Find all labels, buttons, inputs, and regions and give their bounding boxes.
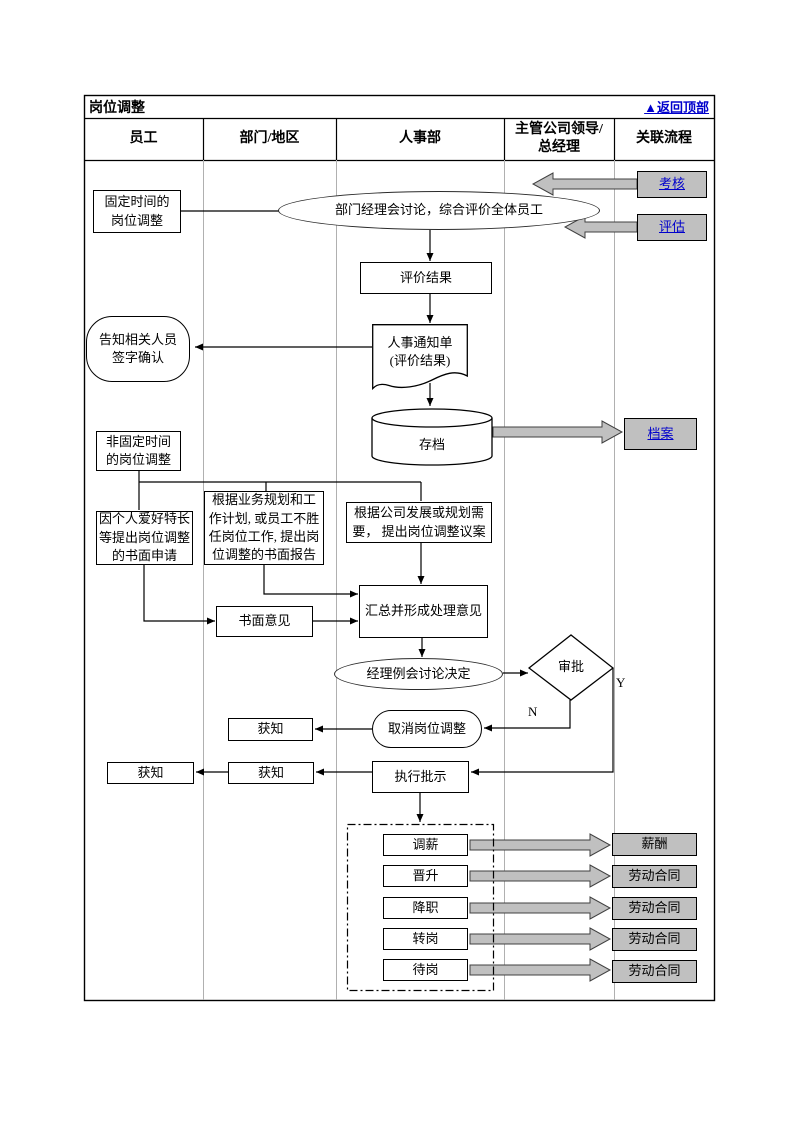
back-to-top-link[interactable]: ▲返回顶部 bbox=[644, 100, 709, 115]
table-borders bbox=[83, 94, 716, 1002]
branch-label-yes: Y bbox=[616, 675, 626, 690]
block-arrows bbox=[469, 172, 638, 982]
node-written-opinion: 书面意见 bbox=[216, 606, 313, 637]
cylinder-label: 存档 bbox=[418, 436, 445, 452]
column-header-department: 部门/地区 bbox=[239, 130, 300, 146]
block-arrow-salary bbox=[469, 833, 612, 857]
block-arrow-pinggu bbox=[563, 215, 638, 239]
node-non-fixed-adjustment: 非固定时间 的岗位调整 bbox=[96, 431, 181, 471]
node-personal-request: 因个人爱好特长 等提出岗位调整 的书面申请 bbox=[96, 511, 193, 565]
block-arrow-contract-1 bbox=[469, 864, 612, 888]
node-notify-sign-confirm: 告知相关人员 签字确认 bbox=[86, 316, 190, 382]
node-adjust-standby: 待岗 bbox=[383, 959, 468, 981]
node-cancel-adjustment: 取消岗位调整 bbox=[372, 710, 482, 748]
node-company-proposal: 根据公司发展或规划需 要， 提出岗位调整议案 bbox=[346, 502, 492, 543]
adjustment-group-frame bbox=[346, 823, 495, 992]
related-box-labor-contract-1: 劳动合同 bbox=[612, 865, 697, 888]
node-execute-approval: 执行批示 bbox=[372, 761, 469, 793]
node-adjust-demotion: 降职 bbox=[383, 897, 468, 919]
document-label: 人事通知单 (评价结果) bbox=[387, 334, 453, 368]
block-arrow-contract-4 bbox=[469, 958, 612, 982]
node-hr-notice-document: 人事通知单 (评价结果) bbox=[372, 324, 468, 390]
page-title: 岗位调整 bbox=[89, 100, 145, 116]
node-adjust-transfer: 转岗 bbox=[383, 928, 468, 950]
document-shape bbox=[372, 324, 468, 390]
column-header-hr: 人事部 bbox=[399, 130, 441, 146]
sheet-title-row: 岗位调整 ▲返回顶部 bbox=[84, 95, 714, 118]
block-arrow-kaohe bbox=[531, 172, 638, 196]
block-arrow-contract-3 bbox=[469, 927, 612, 951]
node-manager-meeting-decision: 经理例会讨论决定 bbox=[334, 658, 503, 690]
related-box-labor-contract-4: 劳动合同 bbox=[612, 960, 697, 983]
cylinder-shape bbox=[371, 408, 493, 466]
related-link-assessment[interactable]: 考核 bbox=[637, 171, 707, 198]
node-inform-department: 获知 bbox=[228, 762, 314, 784]
branch-label-no: N bbox=[528, 704, 538, 719]
column-header-leader: 主管公司领导/ 总经理 bbox=[515, 121, 603, 155]
node-adjust-salary: 调薪 bbox=[383, 834, 468, 856]
related-box-salary: 薪酬 bbox=[612, 833, 697, 856]
node-inform-employee: 获知 bbox=[107, 762, 194, 784]
column-header-employee: 员工 bbox=[129, 130, 158, 146]
node-department-report: 根据业务规划和工 作计划, 或员工不胜 任岗位工作, 提出岗 位调整的书面报告 bbox=[204, 491, 324, 565]
related-link-evaluation[interactable]: 评估 bbox=[637, 214, 707, 241]
column-header-related: 关联流程 bbox=[636, 130, 692, 146]
block-arrow-contract-2 bbox=[469, 896, 612, 920]
node-summarize-opinion: 汇总并形成处理意见 bbox=[359, 585, 488, 638]
swimlane-separators bbox=[203, 160, 615, 1000]
node-adjust-promotion: 晋升 bbox=[383, 865, 468, 887]
flow-lines bbox=[138, 210, 614, 822]
related-box-labor-contract-3: 劳动合同 bbox=[612, 928, 697, 951]
block-arrow-dangan bbox=[492, 420, 624, 444]
diamond-shape bbox=[528, 634, 614, 701]
node-fixed-time-adjustment: 固定时间的 岗位调整 bbox=[93, 190, 181, 233]
diamond-label: 审批 bbox=[557, 659, 584, 675]
related-link-archive[interactable]: 档案 bbox=[624, 418, 697, 450]
related-box-labor-contract-2: 劳动合同 bbox=[612, 897, 697, 920]
node-evaluation-result: 评价结果 bbox=[360, 262, 492, 294]
node-approval-decision: 审批 bbox=[528, 634, 614, 701]
node-dept-manager-discussion: 部门经理会讨论，综合评价全体员工 bbox=[278, 191, 600, 230]
node-archive-database: 存档 bbox=[371, 408, 493, 466]
node-inform-after-cancel: 获知 bbox=[228, 718, 313, 741]
